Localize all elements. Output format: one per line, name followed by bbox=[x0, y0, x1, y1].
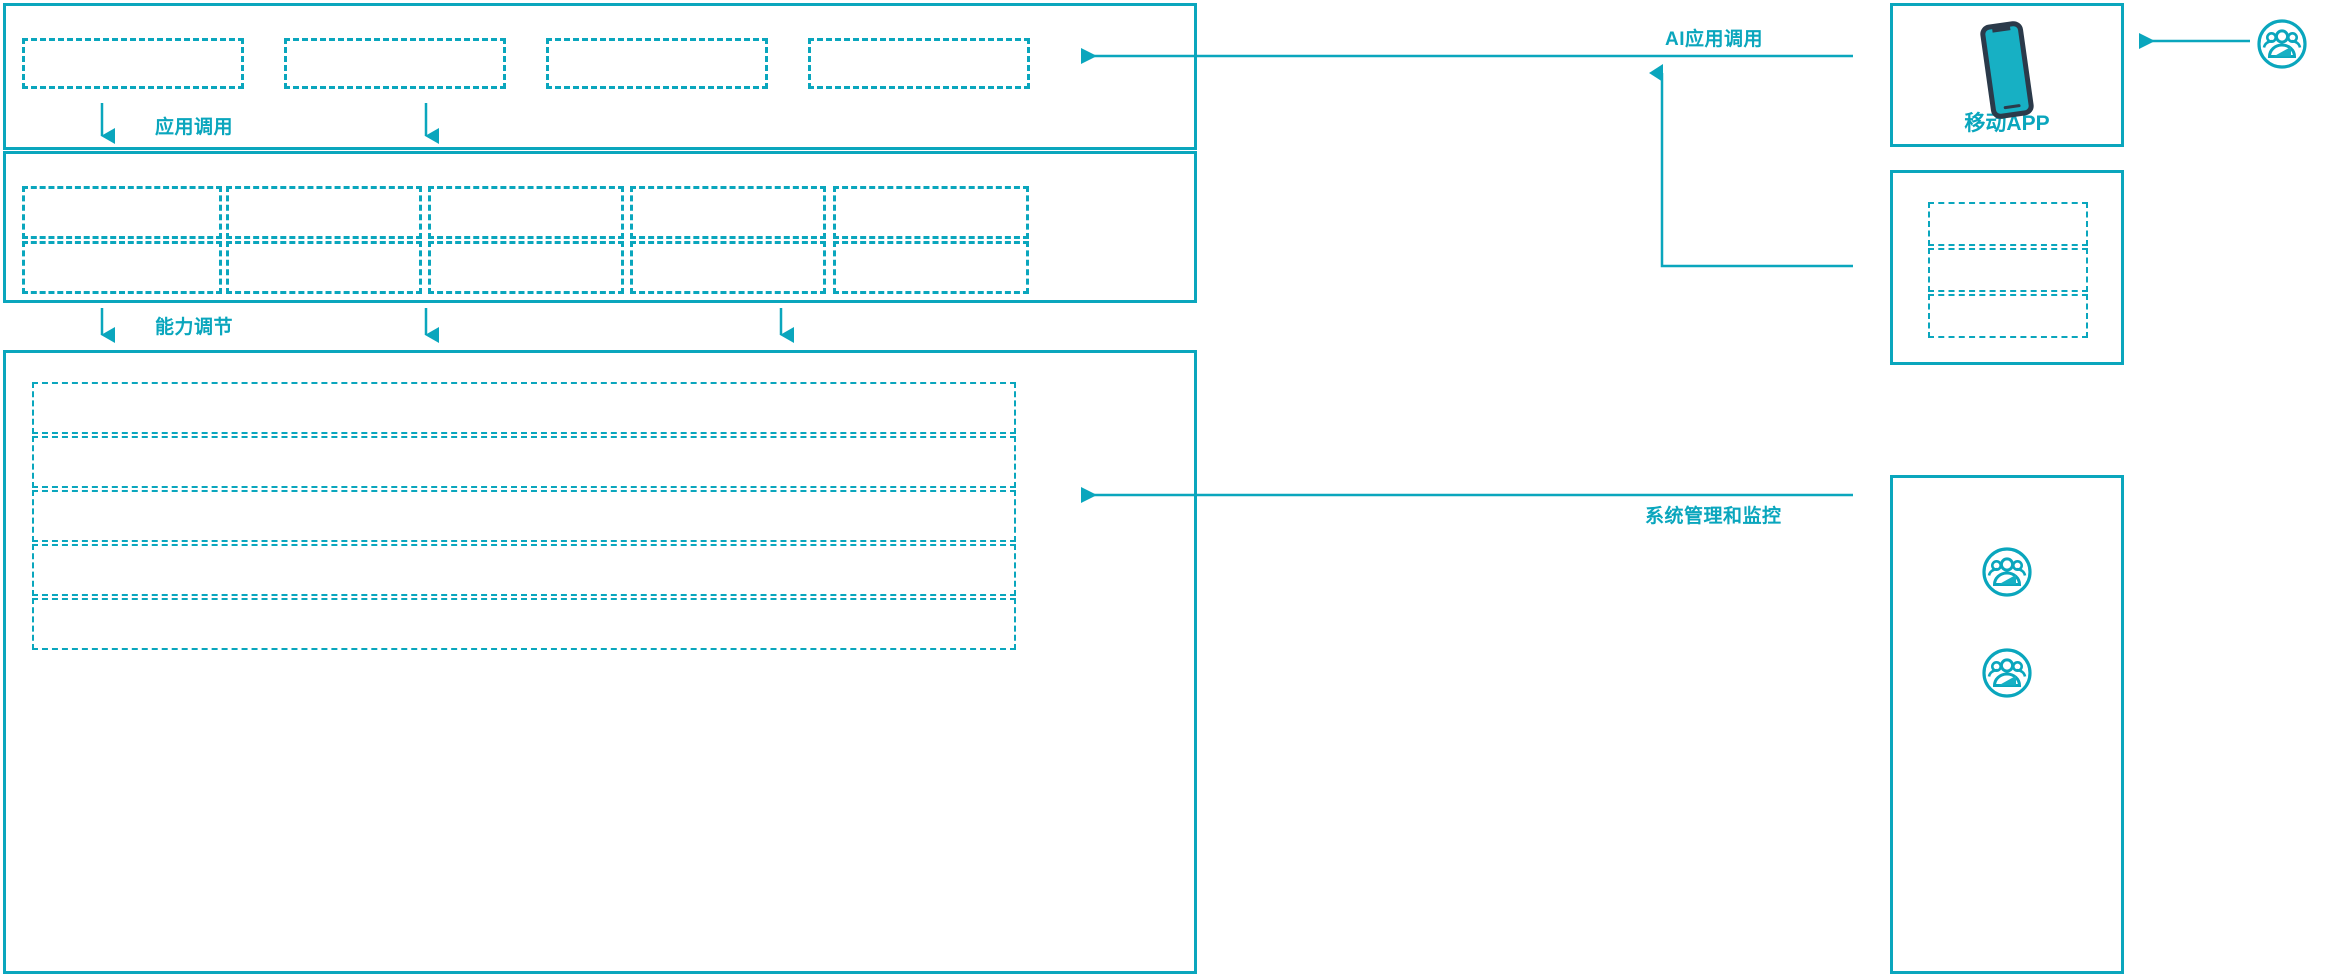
app-box-4[interactable] bbox=[808, 38, 1030, 89]
cap-box-1-1[interactable] bbox=[22, 186, 222, 239]
client-box-3[interactable] bbox=[1928, 294, 2088, 338]
cap-box-1-4[interactable] bbox=[630, 186, 826, 239]
cap-box-2-5[interactable] bbox=[833, 241, 1029, 294]
user-group-icon-external bbox=[2257, 19, 2307, 69]
flow-label-sys-mgmt-monitor: 系统管理和监控 bbox=[1645, 506, 1782, 527]
operations-panel bbox=[1890, 475, 2124, 974]
client-box-1[interactable] bbox=[1928, 202, 2088, 246]
app-box-3[interactable] bbox=[546, 38, 768, 89]
elbow-client-to-ai-invoke bbox=[1649, 64, 1853, 268]
flow-label-ai-app-invoke: AI应用调用 bbox=[1665, 29, 1764, 50]
cap-box-2-2[interactable] bbox=[226, 241, 422, 294]
capability-layer-panel bbox=[3, 151, 1197, 303]
cap-box-1-2[interactable] bbox=[226, 186, 422, 239]
cap-box-2-3[interactable] bbox=[428, 241, 624, 294]
cap-box-2-1[interactable] bbox=[22, 241, 222, 294]
cap-box-1-3[interactable] bbox=[428, 186, 624, 239]
platform-band-2[interactable] bbox=[32, 436, 1016, 488]
platform-band-3[interactable] bbox=[32, 490, 1016, 542]
flow-label-capability-adjust: 能力调节 bbox=[155, 317, 234, 338]
flow-label-app-invoke: 应用调用 bbox=[155, 117, 234, 138]
platform-band-1[interactable] bbox=[32, 382, 1016, 434]
cap-box-2-4[interactable] bbox=[630, 241, 826, 294]
app-box-2[interactable] bbox=[284, 38, 506, 89]
platform-band-5[interactable] bbox=[32, 598, 1016, 650]
platform-layer-panel bbox=[3, 350, 1197, 974]
mobile-app-caption: 移动APP bbox=[1964, 112, 2050, 135]
cap-box-1-5[interactable] bbox=[833, 186, 1029, 239]
app-box-1[interactable] bbox=[22, 38, 244, 89]
platform-band-4[interactable] bbox=[32, 544, 1016, 596]
client-box-2[interactable] bbox=[1928, 248, 2088, 292]
application-layer-panel bbox=[3, 3, 1197, 150]
